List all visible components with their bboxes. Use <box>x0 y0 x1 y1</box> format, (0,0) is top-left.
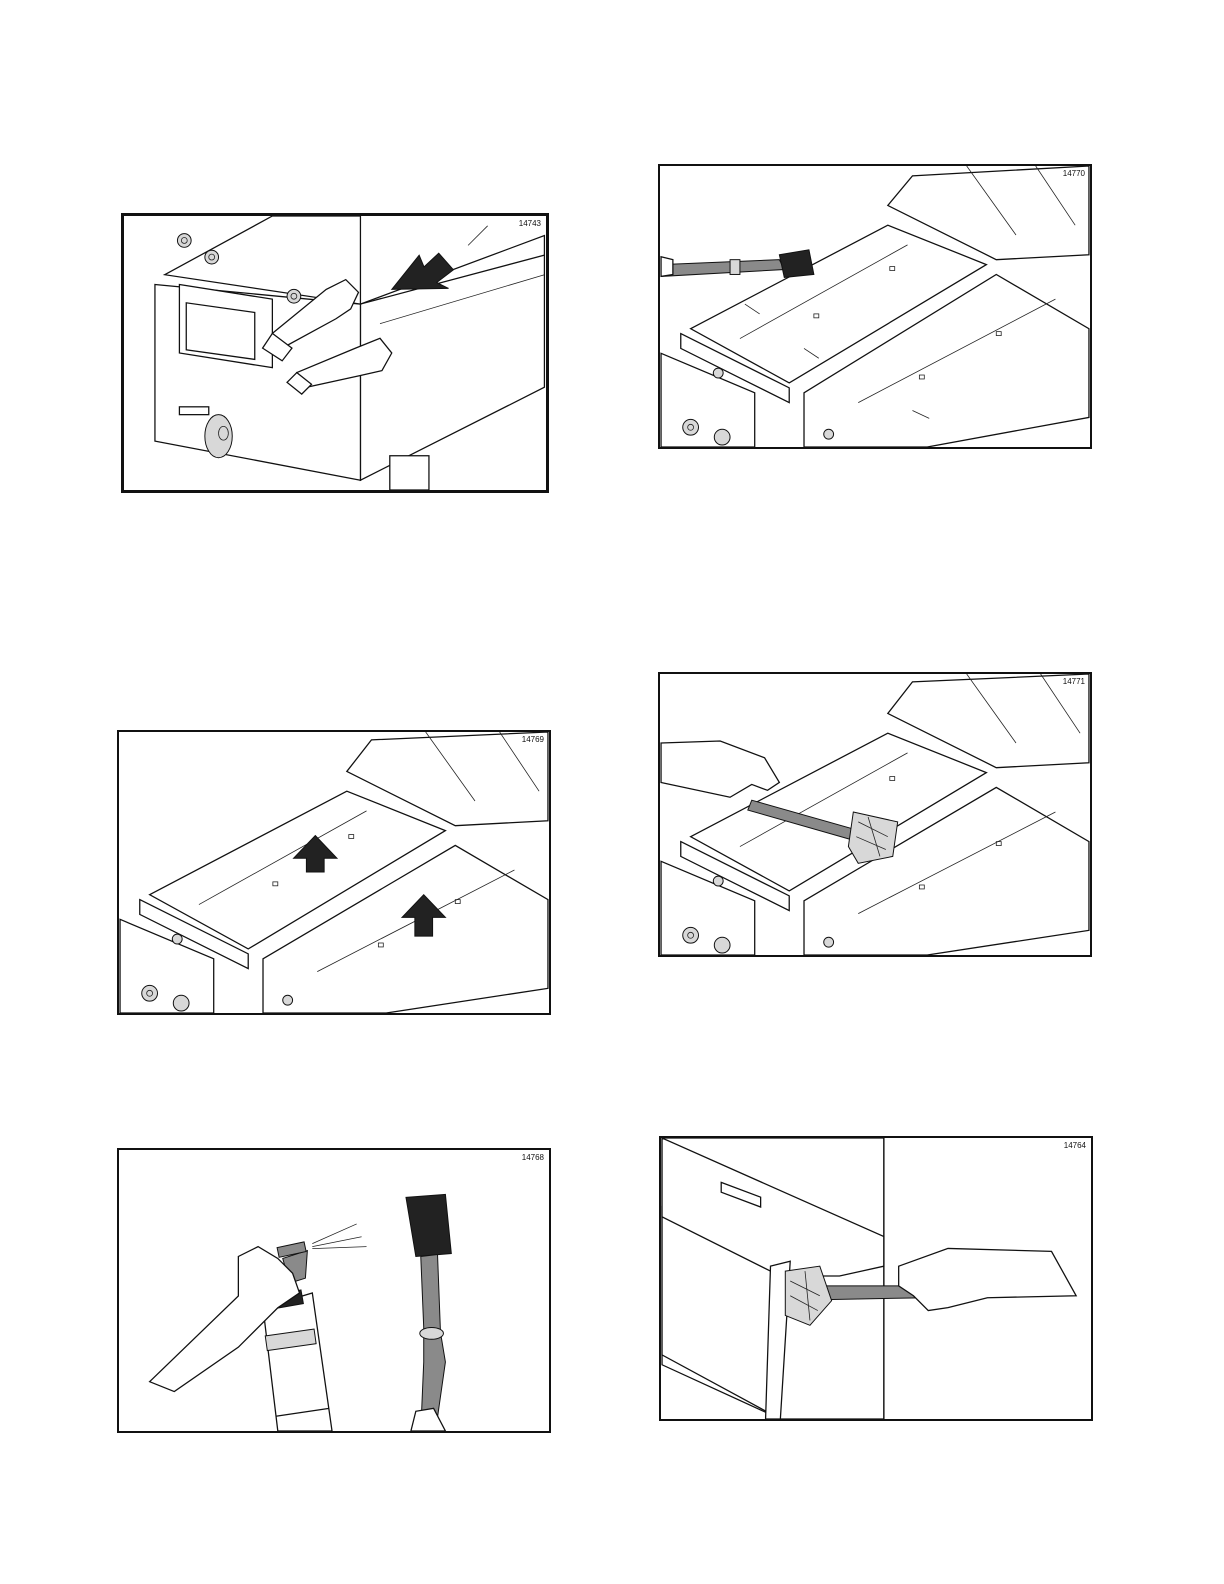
figure-scraper-surface: 14770 <box>658 164 1092 449</box>
scrape-with-cloth-illustration <box>660 674 1090 955</box>
figure-lift-plates: 14769 <box>117 730 551 1015</box>
scraper-surface-illustration <box>660 166 1090 447</box>
figure-remove-panel: 14743 <box>121 213 549 493</box>
clean-side-illustration <box>661 1138 1091 1419</box>
figure-number: 14743 <box>519 219 541 228</box>
figure-number: 14769 <box>522 735 544 744</box>
figure-scrape-with-cloth: 14771 <box>658 672 1092 957</box>
figure-number: 14768 <box>522 1153 544 1162</box>
figure-number: 14764 <box>1064 1141 1086 1150</box>
spray-cleaner-illustration <box>119 1150 549 1431</box>
remove-panel-illustration <box>124 216 546 490</box>
figure-clean-side: 14764 <box>659 1136 1093 1421</box>
figure-spray-cleaner: 14768 <box>117 1148 551 1433</box>
figure-number: 14771 <box>1063 677 1085 686</box>
lift-plates-illustration <box>119 732 549 1013</box>
figure-number: 14770 <box>1063 169 1085 178</box>
